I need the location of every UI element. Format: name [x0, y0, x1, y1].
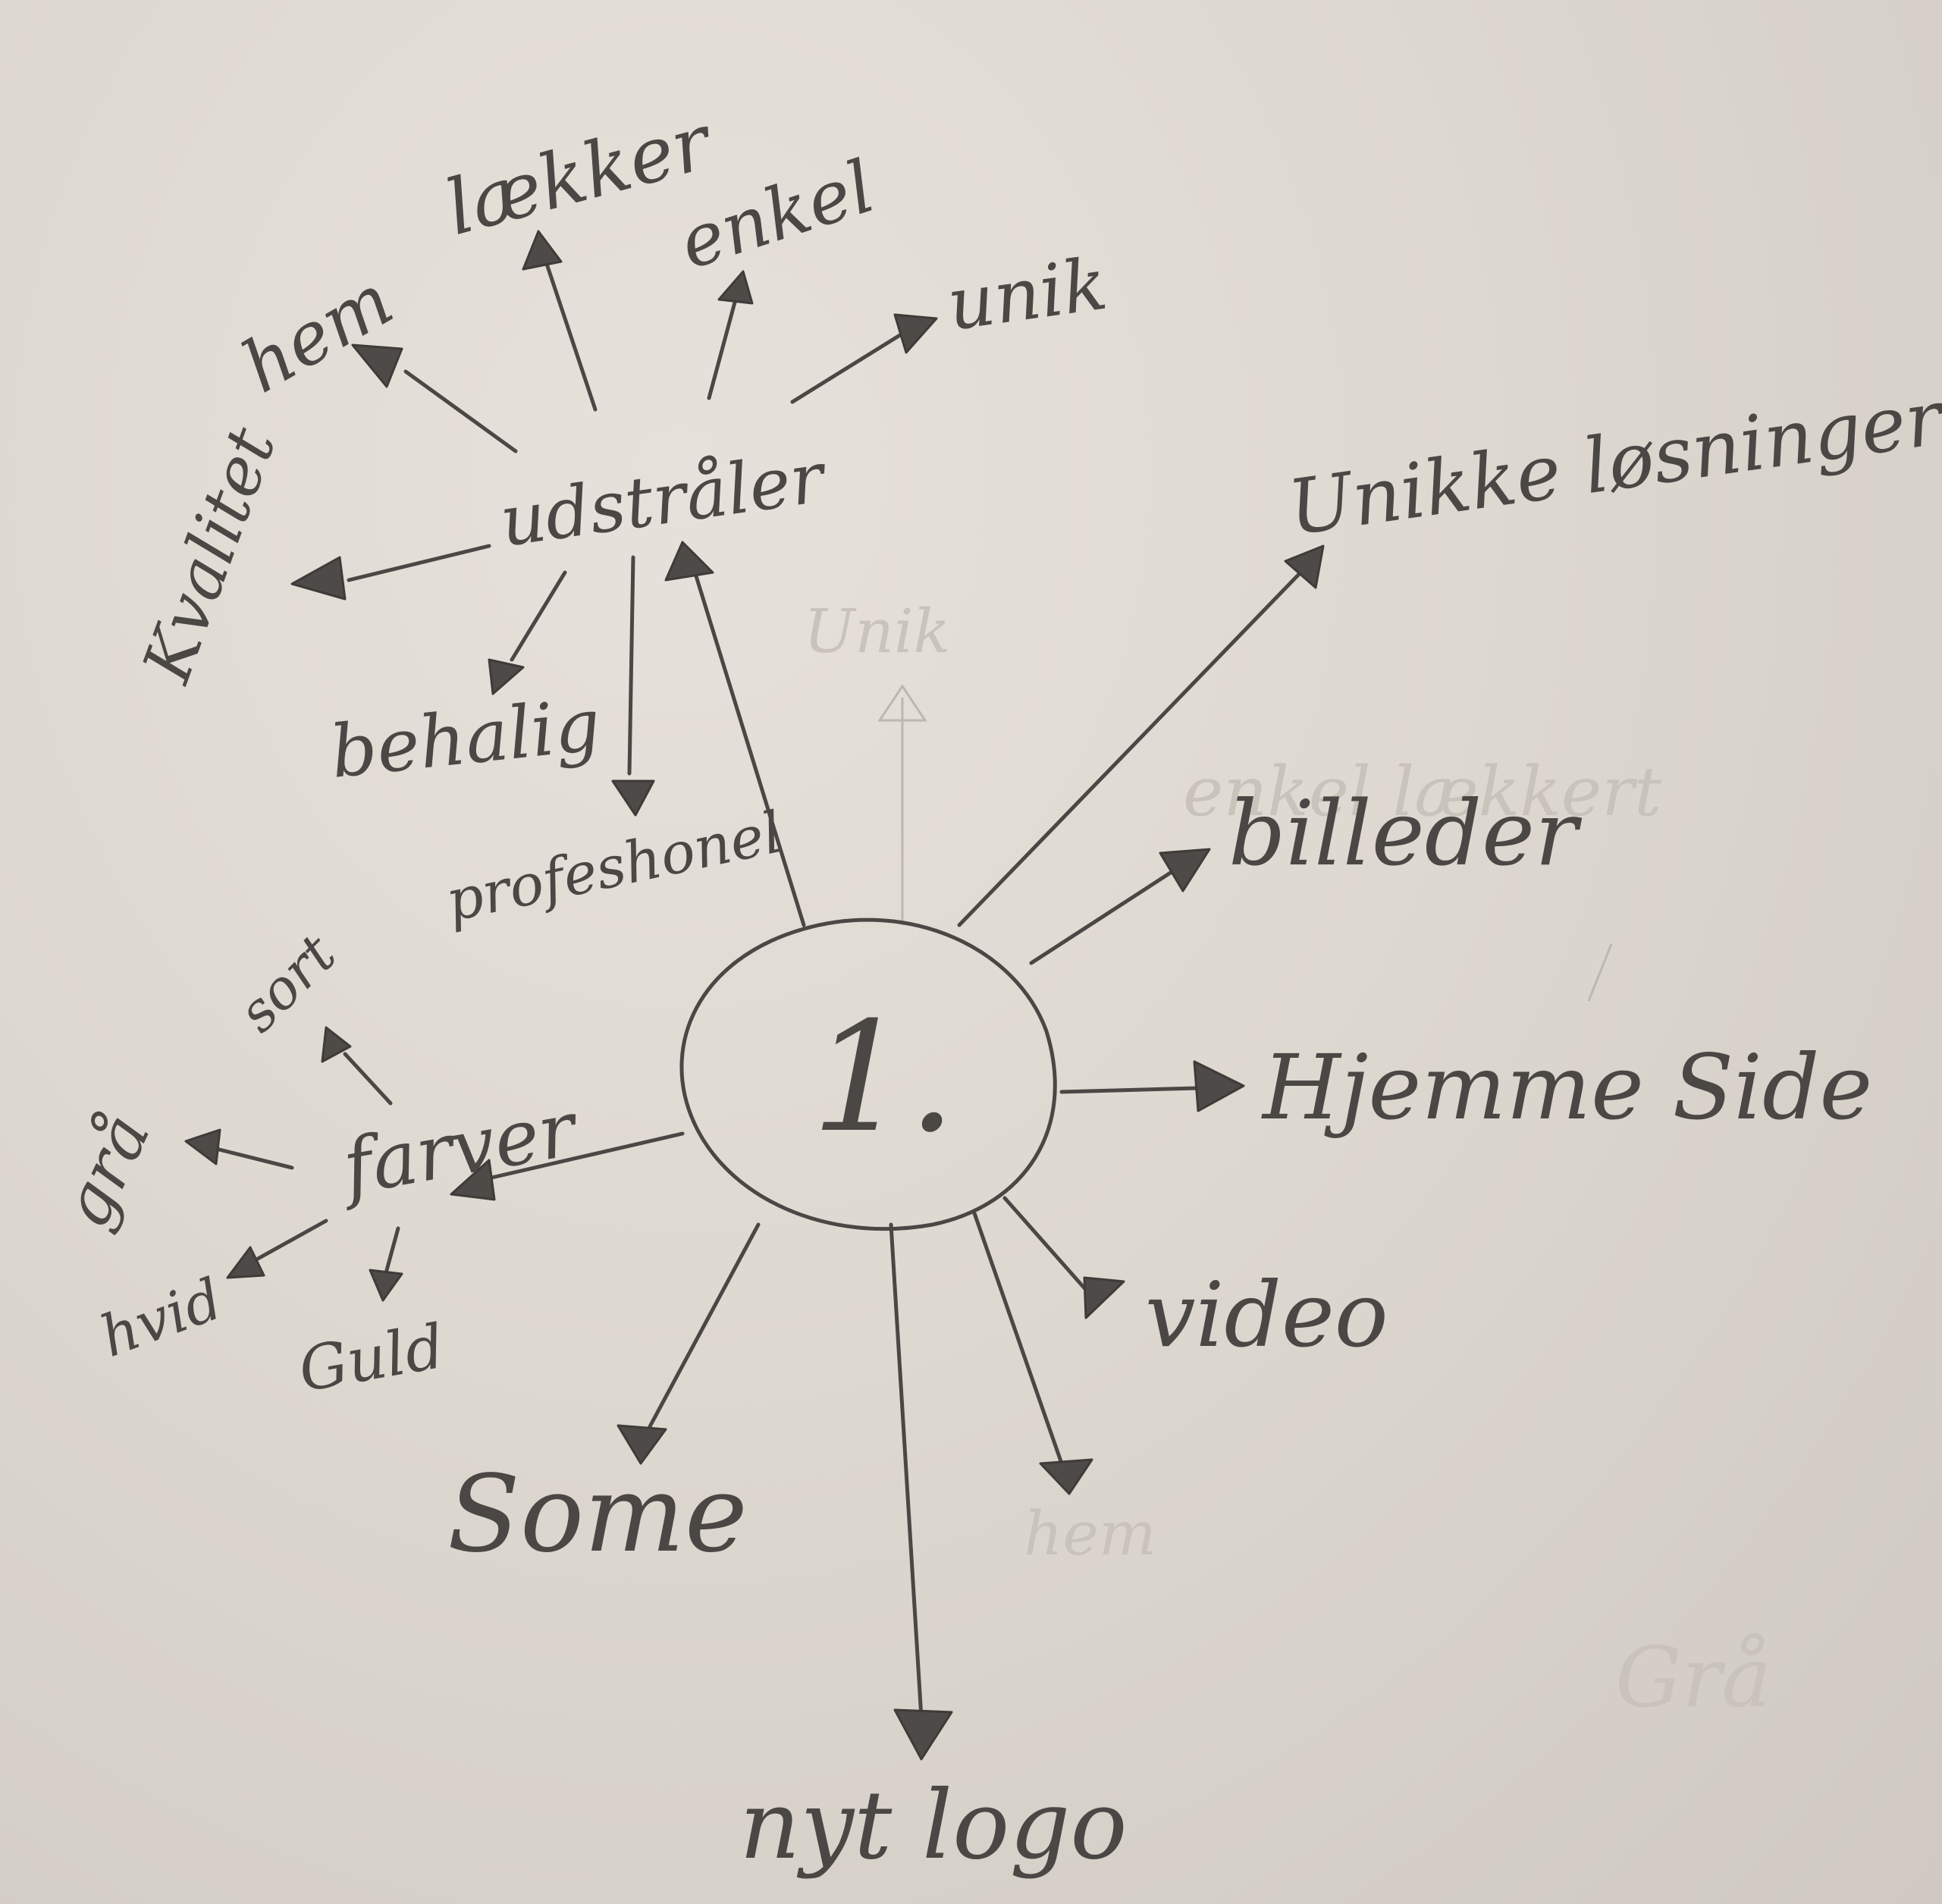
svg-text:Grå: Grå [1615, 1629, 1771, 1726]
branch-video [1002, 1196, 1125, 1319]
arrowhead-icon [226, 1246, 265, 1279]
arrowhead-icon [893, 1708, 953, 1761]
leaf-unik: unik [943, 243, 1112, 347]
arrowhead-icon [1083, 1276, 1125, 1319]
leaf-graa: grå [46, 1103, 165, 1239]
arrowhead-icon [184, 1128, 221, 1165]
arrowhead-icon [321, 1026, 352, 1063]
arrowhead-icon [893, 313, 938, 354]
node-some: Some [447, 1453, 748, 1576]
node-nyt-logo: nyt logo [739, 1771, 1128, 1880]
node-udstraaler: udstråler [495, 436, 833, 562]
erased-marks: Unik enkel lækkert hem Grå [804, 596, 1771, 1726]
node-billeder: billeder [1228, 781, 1583, 886]
branch-farver [450, 1131, 685, 1201]
node-video: video [1145, 1263, 1388, 1367]
arrowhead-icon [1284, 544, 1325, 589]
svg-text:hem: hem [1024, 1498, 1156, 1569]
center-label: 1. [811, 990, 956, 1166]
sub-branches-udstraaler [290, 230, 938, 817]
svg-text:Unik: Unik [804, 596, 950, 667]
arrowhead-icon [664, 541, 714, 582]
arrowhead-icon [488, 658, 525, 695]
arrowhead-icon [616, 1424, 667, 1465]
arrowhead-icon [522, 230, 563, 271]
branch-nyt-logo [889, 1222, 953, 1761]
arrowhead-icon [1039, 1458, 1093, 1495]
arrowhead-icon [1159, 848, 1211, 892]
arrowhead-icon [450, 1159, 496, 1201]
arrowhead-icon [369, 1269, 403, 1302]
arrowhead-icon [1193, 1060, 1245, 1112]
arrowhead-icon [290, 556, 347, 601]
leaf-kvalitet: Kvalitet [127, 417, 290, 693]
branch-unlabeled [972, 1211, 1093, 1495]
leaf-guld: Guld [293, 1311, 449, 1406]
sub-branches-farver [184, 1026, 403, 1302]
branch-unikke-losninger [957, 544, 1325, 927]
branch-udstraaler [664, 541, 806, 927]
node-hjemmeside: Hjemme Side [1261, 1035, 1872, 1140]
node-unikke-losninger: Unikke løsninger [1283, 372, 1942, 552]
center-node: 1. [679, 917, 1057, 1231]
leaf-hem: hem [229, 259, 407, 409]
branch-hjemmeside [1059, 1060, 1245, 1112]
leaf-behalig: behalig [327, 683, 604, 795]
leaf-sort: sort [226, 921, 349, 1044]
svg-text:enkel lækkert: enkel lækkert [1183, 752, 1662, 832]
arrowhead-icon [351, 343, 403, 388]
arrowhead-icon [717, 270, 754, 305]
branch-some [616, 1222, 761, 1465]
arrowhead-icon [611, 779, 655, 817]
leaf-hvid: hvid [92, 1266, 231, 1370]
branch-billeder [1029, 848, 1211, 965]
leaf-profeshonel: profeshonel [440, 798, 787, 935]
